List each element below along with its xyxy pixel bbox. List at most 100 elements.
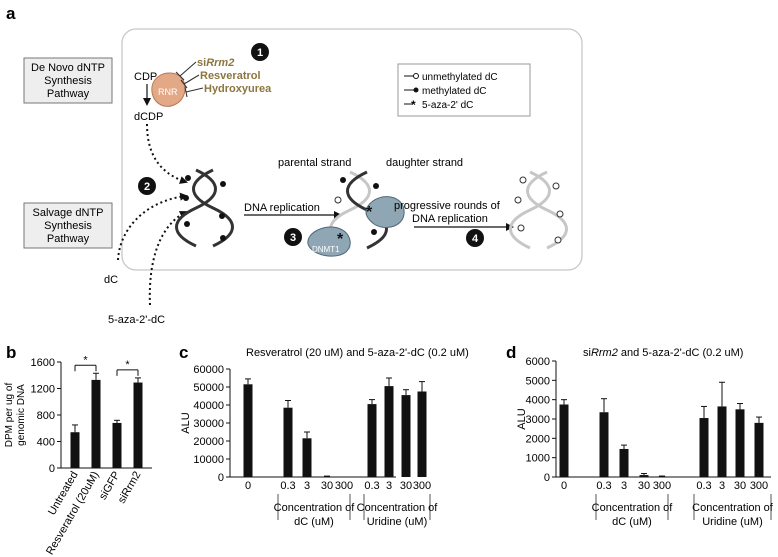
resveratrol-label: Resveratrol	[200, 70, 261, 82]
panel-c-label: c	[179, 343, 188, 362]
pathway-frame	[121, 28, 583, 271]
dnmt1-enzyme-upper	[365, 196, 405, 228]
svg-text:2: 2	[144, 181, 150, 193]
svg-text:4: 4	[472, 233, 479, 245]
bar	[133, 382, 143, 468]
de-novo-box: De Novo dNTP Synthesis Pathway	[23, 57, 113, 104]
y-tick-label: 4000	[526, 395, 550, 407]
de-novo-line-3: Pathway	[47, 88, 90, 100]
step-badge-2: 2	[138, 177, 156, 195]
chart-c: c Resveratrol (20 uM) and 5-aza-2'-dC (0.…	[179, 343, 469, 528]
y-tick-label: 5000	[526, 375, 550, 387]
dnmt1-enzyme-lower	[307, 226, 351, 257]
aza-star-lower: *	[337, 231, 344, 248]
panel-d-label: d	[506, 343, 516, 362]
x-category-label: 0.3	[596, 480, 611, 492]
y-tick-label: 60000	[193, 364, 224, 376]
aza-label: 5-aza-2'-dC	[108, 314, 165, 326]
chart-d-ylabel: ALU	[516, 408, 528, 429]
sirrm2-label: siRrm2	[197, 57, 234, 69]
y-tick-label: 30000	[193, 418, 224, 430]
significance-star: *	[83, 354, 88, 366]
y-tick-label: 50000	[193, 382, 224, 394]
cdp-label: CDP	[134, 71, 157, 83]
dnmt1-label: DNMT1	[312, 245, 340, 254]
parental-strand-label: parental strand	[278, 157, 351, 169]
progressive-label-1: progressive rounds of	[394, 200, 501, 212]
de-novo-line-2: Synthesis	[44, 75, 92, 87]
group-label-line-1: Concentration of	[592, 502, 674, 514]
bar	[112, 422, 122, 468]
bar	[384, 386, 394, 477]
x-category-label: 0	[245, 480, 251, 492]
x-category-label: 30	[734, 480, 746, 492]
dna-helix-demethylated	[509, 170, 568, 250]
bar	[699, 418, 709, 477]
bar	[302, 438, 312, 477]
bar	[367, 404, 377, 477]
y-tick-label: 0	[218, 472, 224, 484]
y-tick-label: 400	[37, 437, 55, 449]
x-category-label: 300	[335, 480, 353, 492]
bar	[735, 409, 745, 477]
chart-d-title: siRrm2 and 5-aza-2'-dC (0.2 uM)	[583, 347, 743, 359]
panel-a-label: a	[6, 4, 16, 23]
step-badge-3: 3	[284, 228, 302, 246]
bar	[401, 395, 411, 477]
bar	[559, 404, 569, 477]
chart-c-title: Resveratrol (20 uM) and 5-aza-2'-dC (0.2…	[246, 347, 469, 359]
y-tick-label: 1000	[526, 453, 550, 465]
bar	[283, 407, 293, 477]
de-novo-line-1: De Novo dNTP	[31, 62, 105, 74]
bar	[243, 384, 253, 477]
bar	[91, 379, 101, 468]
bar	[599, 412, 609, 477]
y-tick-label: 0	[544, 472, 550, 484]
inhibition-lines	[175, 61, 204, 98]
chart-b-ylabel-line-2: genomic DNA	[16, 384, 27, 446]
x-category-label: 3	[621, 480, 627, 492]
group-label-line-2: Uridine (uM)	[702, 516, 763, 528]
x-category-label: 0.3	[280, 480, 295, 492]
group-label-line-2: dC (uM)	[294, 516, 334, 528]
x-category-label: 3	[719, 480, 725, 492]
x-category-label: 300	[413, 480, 431, 492]
group-label-line-2: Uridine (uM)	[367, 516, 428, 528]
salvage-line-2: Synthesis	[44, 220, 92, 232]
x-category-label: 30	[400, 480, 412, 492]
daughter-strand-label: daughter strand	[386, 157, 463, 169]
chart-c-ylabel: ALU	[180, 412, 192, 433]
x-category-label: 3	[386, 480, 392, 492]
legend-aza: 5-aza-2' dC	[422, 100, 473, 111]
x-category-label: 0	[561, 480, 567, 492]
bar	[754, 422, 764, 477]
step-badge-4: 4	[466, 229, 484, 247]
y-tick-label: 40000	[193, 400, 224, 412]
rnr-label: RNR	[158, 87, 178, 97]
y-tick-label: 800	[37, 410, 55, 422]
svg-text:*: *	[411, 98, 416, 112]
x-category-label: 0.3	[364, 480, 379, 492]
progressive-label-2: DNA replication	[412, 213, 488, 225]
y-tick-label: 3000	[526, 414, 550, 426]
y-tick-label: 10000	[193, 454, 224, 466]
x-category-label: 300	[750, 480, 768, 492]
step-badge-1: 1	[251, 43, 269, 61]
aza-star-upper: *	[366, 204, 373, 221]
bar	[657, 476, 667, 477]
group-label-line-1: Concentration of	[692, 502, 774, 514]
x-category-label: 30	[321, 480, 333, 492]
y-tick-label: 6000	[526, 356, 550, 368]
svg-text:1: 1	[257, 47, 263, 59]
dna-helix-parental	[175, 168, 234, 248]
svg-text:3: 3	[290, 232, 296, 244]
group-label-line-1: Concentration of	[274, 502, 356, 514]
hydroxyurea-label: Hydroxyurea	[204, 83, 272, 95]
legend-unmethylated: unmethylated dC	[422, 72, 498, 83]
group-label-line-2: dC (uM)	[612, 516, 652, 528]
y-tick-label: 1600	[31, 357, 55, 369]
bar	[70, 432, 80, 468]
salvage-line-1: Salvage dNTP	[33, 207, 104, 219]
